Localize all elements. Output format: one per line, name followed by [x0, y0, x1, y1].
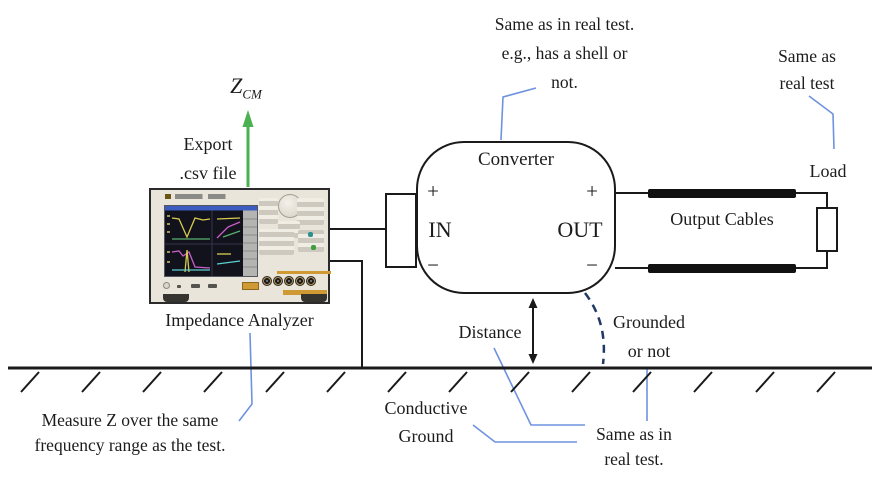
load-resistor — [816, 207, 838, 252]
converter-label: Converter — [478, 149, 554, 170]
grounded-or-not-dashed-curve — [584, 292, 606, 365]
analyzer-foot-right — [301, 294, 327, 302]
analyzer-port-label-strip-top — [277, 271, 331, 274]
export-csv-note: Export .csv file — [179, 134, 237, 183]
leader-analyzer-to-measure — [238, 332, 253, 422]
connection-wires — [330, 192, 828, 367]
analyzer-brand-strip — [165, 194, 237, 199]
same-in-real-test-note: Same as in real test. — [596, 424, 672, 469]
shell-annotation: Same as in real test. e.g., has a shell … — [494, 14, 635, 92]
annotation-leader-lines — [238, 87, 835, 443]
analyzer-screen-traces — [165, 206, 257, 276]
zcm-label: ZCM — [214, 72, 278, 107]
output-cable-top — [648, 189, 796, 198]
leader-same-real-to-load — [808, 95, 835, 150]
in-plus-terminal: + — [427, 179, 439, 203]
analyzer-screen — [164, 205, 258, 277]
analyzer-usb-port — [208, 284, 217, 288]
in-minus-terminal: − — [427, 253, 439, 277]
analyzer-numeric-keypad[interactable] — [297, 198, 324, 225]
in-label: IN — [428, 217, 452, 242]
bnc-port-icon[interactable] — [284, 276, 294, 286]
analyzer-green-key[interactable] — [311, 245, 316, 250]
analyzer-function-keys[interactable] — [259, 229, 294, 255]
conductive-ground-plane — [8, 366, 872, 393]
leader-conductive-to-note — [472, 424, 577, 443]
zcm-symbol: Z — [230, 73, 243, 98]
out-plus-terminal: + — [586, 179, 598, 203]
output-cable-bottom — [648, 264, 796, 273]
same-as-real-test-annotation: Same as real test — [778, 46, 836, 93]
impedance-analyzer-label: Impedance Analyzer — [165, 310, 314, 330]
analyzer-teal-key[interactable] — [308, 232, 313, 237]
load-label: Load — [809, 161, 847, 181]
distance-label: Distance — [458, 322, 522, 342]
converter-input-terminal-block — [385, 193, 417, 268]
impedance-analyzer-device — [149, 188, 331, 304]
output-cables-label: Output Cables — [670, 209, 774, 229]
analyzer-power-button[interactable] — [163, 282, 170, 289]
measure-z-note: Measure Z over the same frequency range … — [34, 410, 226, 455]
zcm-arrow — [242, 110, 254, 187]
out-minus-terminal: − — [586, 253, 598, 277]
conductive-ground-label: Conductive Ground — [384, 398, 468, 446]
analyzer-badge — [242, 282, 259, 290]
analyzer-usb-port — [191, 284, 200, 288]
leader-shell-to-converter — [500, 87, 537, 141]
bnc-port-icon[interactable] — [295, 276, 305, 286]
grounded-or-not-label: Grounded or not — [613, 312, 685, 361]
analyzer-button-column[interactable] — [259, 198, 278, 224]
converter-box — [416, 141, 616, 294]
zcm-subscript: CM — [242, 86, 262, 102]
bnc-port-icon[interactable] — [306, 276, 316, 286]
distance-arrow — [528, 298, 538, 364]
analyzer-entry-keys[interactable] — [298, 230, 324, 252]
analyzer-foot-left — [163, 294, 189, 302]
analyzer-led-indicator — [177, 285, 181, 288]
ground-hatching — [20, 371, 836, 393]
leader-distance-to-note — [493, 347, 585, 426]
analyzer-bnc-connectors[interactable] — [262, 276, 316, 286]
out-label: OUT — [557, 217, 603, 242]
bnc-port-icon[interactable] — [262, 276, 272, 286]
bnc-port-icon[interactable] — [273, 276, 283, 286]
analyzer-port-label-strip-bottom — [283, 290, 327, 295]
